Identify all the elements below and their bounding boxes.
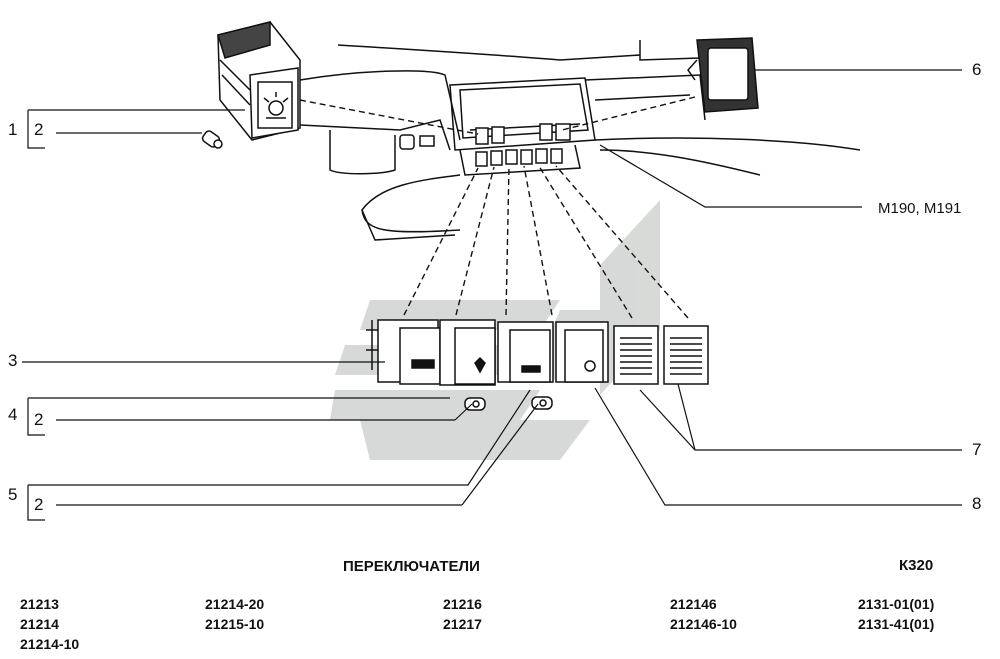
switch-7-right	[663, 325, 709, 385]
model-number: 21214-20	[205, 596, 265, 612]
model-list-col-2: 21214-20 21215-10	[205, 594, 264, 634]
callout-2-bottom: 2	[34, 495, 44, 514]
callout-m190-m191: M190, M191	[878, 200, 962, 217]
model-list-col-1: 21213 21214 21214-10	[20, 594, 79, 654]
model-number: 21214-10	[20, 636, 80, 652]
callout-2-top: 2	[34, 120, 44, 139]
dashboard-outline	[299, 40, 861, 241]
model-number: 212146	[670, 596, 717, 612]
dashboard-switch-slots	[399, 123, 571, 167]
callout-6: 6	[972, 60, 982, 79]
model-number: 21217	[443, 616, 482, 632]
callout-7: 7	[972, 440, 982, 459]
leader-lines	[22, 69, 962, 521]
model-number: 21215-10	[205, 616, 265, 632]
callout-3: 3	[8, 351, 18, 370]
diagram-title: ПЕРЕКЛЮЧАТЕЛИ	[343, 558, 480, 575]
model-number: 2131-41(01)	[858, 616, 935, 632]
model-list-col-4: 212146 212146-10	[670, 594, 737, 634]
diagram-code: К320	[899, 557, 934, 574]
model-number: 21216	[443, 596, 482, 612]
model-number: 21213	[20, 596, 59, 612]
switch-1-headlight	[217, 21, 301, 141]
model-list-col-3: 21216 21217	[443, 594, 482, 634]
callout-8: 8	[972, 494, 982, 513]
callout-5: 5	[8, 485, 18, 504]
bulb-2-top	[201, 130, 223, 149]
model-number: 2131-01(01)	[858, 596, 935, 612]
switch-7-left	[613, 325, 659, 385]
switch-row-bottom	[366, 319, 709, 386]
switch-6	[687, 37, 759, 113]
assembly-dashed-lines	[299, 96, 696, 319]
model-list-col-5: 2131-01(01) 2131-41(01)	[858, 594, 934, 634]
callout-2-middle: 2	[34, 410, 44, 429]
callout-1: 1	[8, 120, 18, 139]
model-number: 21214	[20, 616, 59, 632]
bulb-2-middle	[464, 397, 486, 411]
callout-4: 4	[8, 405, 18, 424]
model-number: 212146-10	[670, 616, 737, 632]
